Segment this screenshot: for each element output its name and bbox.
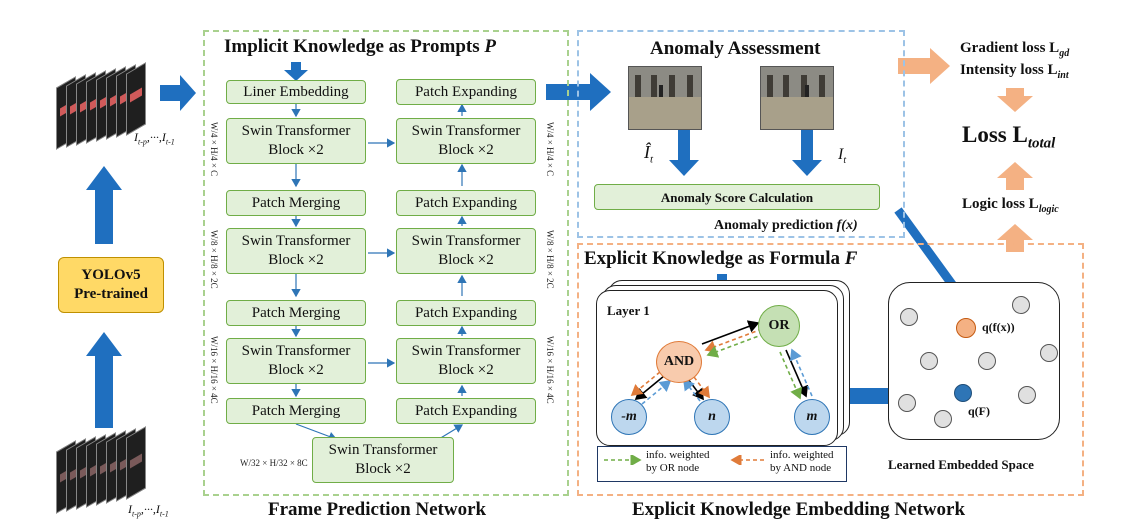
decoder-swin-block-2: Swin Transformer Block ×2 [396,228,536,274]
anomaly-assessment-region [577,30,905,238]
dim-label-bottleneck: W/32 × H/32 × 8C [240,458,308,468]
total-loss-label: Loss Ltotal [962,122,1056,152]
or-node: OR [758,305,800,347]
linear-embedding-down-arrow [284,62,308,81]
leaf-neg-m-node: -m [611,399,647,435]
q-F-label: q(F) [968,404,990,418]
embedding-dot [1018,386,1036,404]
explicit-knowledge-title: Explicit Knowledge as Formula F [584,248,858,269]
ground-truth-label: It [838,146,847,167]
edge-legend: info. weighted by OR node info. weighted… [597,446,847,482]
decoder-patch-expanding-4: Patch Expanding [396,398,536,424]
encoder-patch-merging-1: Patch Merging [226,190,366,216]
space-to-logic-arrow [997,224,1033,252]
legend-and-text: info. weighted by AND node [770,449,834,474]
decoder-patch-expanding-3: Patch Expanding [396,300,536,326]
embedding-dot [934,410,952,428]
anomaly-to-loss-arrow [898,48,950,84]
logic-to-total-arrow [997,162,1033,190]
pred-down-arrow [669,130,699,176]
embedded-space-panel [888,282,1060,440]
q-F-dot [954,384,972,402]
gradient-loss-label: Gradient loss Lgd [960,40,1070,59]
left-up-arrow-bottom [86,332,122,428]
logic-loss-label: Logic loss Llogic [962,196,1059,215]
anomaly-assessment-title: Anomaly Assessment [650,38,821,59]
and-node: AND [656,341,702,383]
legend-or-text: info. weighted by OR node [646,449,710,474]
implicit-knowledge-title: Implicit Knowledge as Prompts P [224,36,496,57]
bottleneck-swin-block: Swin Transformer Block ×2 [312,437,454,483]
embedding-dot [1012,296,1030,314]
encoder-patch-merging-2: Patch Merging [226,300,366,326]
gt-down-arrow [792,130,822,176]
encoder-linear-embedding: Liner Embedding [226,80,366,104]
explicit-knowledge-region [577,243,1084,496]
gd-int-to-total-arrow [997,88,1033,112]
predicted-frame-label: Ît [644,142,654,166]
q-fx-dot [956,318,976,338]
decoder-patch-expanding-2: Patch Expanding [396,190,536,216]
leaf-m-node: m [794,399,830,435]
layer-label: Layer 1 [607,303,650,318]
decoder-swin-block-1: Swin Transformer Block ×2 [396,118,536,164]
frame-prediction-caption: Frame Prediction Network [268,499,487,520]
embedding-dot [1040,344,1058,362]
embedding-dot [920,352,938,370]
encoder-patch-merging-3: Patch Merging [226,398,366,424]
frame-prediction-region [203,30,569,496]
embedded-space-label: Learned Embedded Space [888,457,1034,472]
frames-to-network-arrow [160,75,196,111]
bottom-frames-label: It-p,···,It-1 [128,502,169,519]
explicit-knowledge-caption: Explicit Knowledge Embedding Network [632,499,966,520]
encoder-swin-block-2: Swin Transformer Block ×2 [226,228,366,274]
ground-truth-frame-image [760,66,834,130]
encoder-swin-block-1: Swin Transformer Block ×2 [226,118,366,164]
embedding-dot [900,308,918,326]
predicted-frame-image [628,66,702,130]
leaf-n-node: n [694,399,730,435]
embedding-dot [978,352,996,370]
left-up-arrow-top [86,166,122,244]
decoder-patch-expanding-top: Patch Expanding [396,79,536,105]
encoder-swin-block-3: Swin Transformer Block ×2 [226,338,366,384]
decoder-swin-block-3: Swin Transformer Block ×2 [396,338,536,384]
embedding-dot [898,394,916,412]
anomaly-score-box: Anomaly Score Calculation [594,184,880,210]
intensity-loss-label: Intensity loss Lint [960,62,1069,81]
q-fx-label: q(f(x)) [982,320,1015,334]
top-frames-label: It-p,···,It-1 [134,130,175,147]
anomaly-prediction-label: Anomaly prediction f(x) [714,218,858,233]
